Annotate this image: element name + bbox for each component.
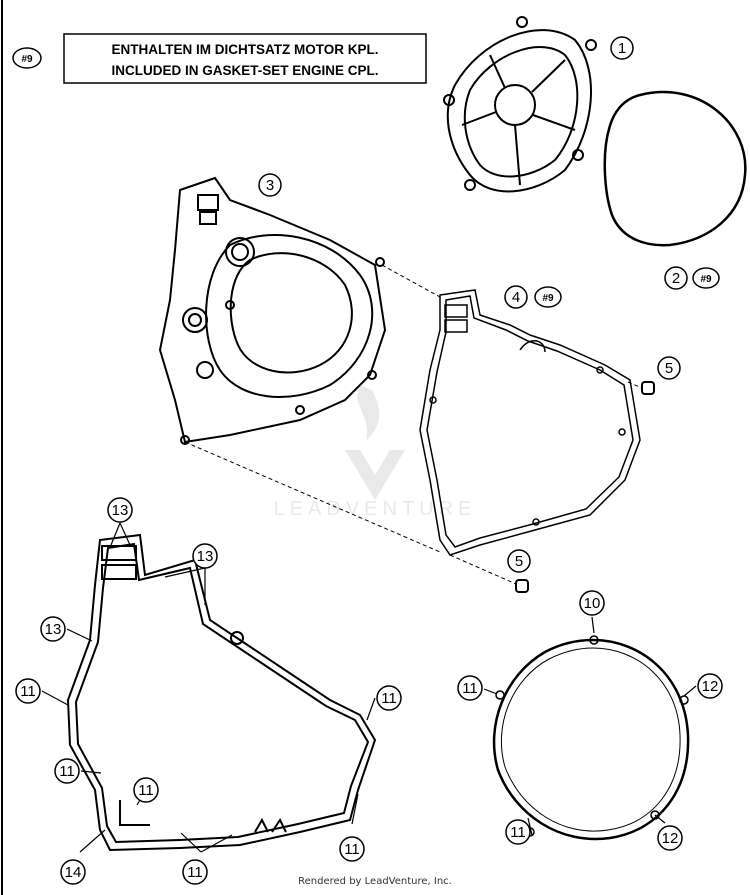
callout-11-inner: 11: [133, 777, 159, 803]
svg-text:5: 5: [665, 360, 673, 377]
callout-5-top: 5: [657, 356, 681, 380]
svg-text:11: 11: [510, 824, 526, 841]
svg-text:13: 13: [45, 621, 62, 638]
svg-text:13: 13: [112, 502, 129, 519]
render-credit: Rendered by LeadVenture, Inc.: [298, 876, 452, 887]
callout-10: 10: [579, 590, 605, 616]
callout-11-round-left: 11: [457, 675, 483, 701]
svg-text:2: 2: [672, 270, 680, 287]
callout-13-top: 13: [107, 497, 133, 523]
part-cover-gasket-large: [66, 533, 377, 852]
callouts: 1 2 #9 3 4 #9 5 5 13: [15, 36, 723, 885]
callout-11-right-upper: 11: [376, 685, 402, 711]
callout-11-bottom-a: 11: [182, 859, 208, 885]
part-cover-gasket-top: [419, 289, 641, 556]
svg-text:4: 4: [512, 289, 520, 306]
callout-12-bottom: 12: [657, 825, 683, 851]
callout-11-left-upper: 11: [15, 678, 41, 704]
svg-text:12: 12: [662, 830, 679, 847]
alignment-lines: [184, 264, 643, 585]
svg-text:11: 11: [344, 841, 360, 858]
callout-13-right: 13: [192, 543, 218, 569]
svg-text:11: 11: [138, 782, 154, 799]
svg-text:10: 10: [584, 595, 601, 612]
flame-v-logo-icon: [345, 385, 405, 500]
callout-14: 14: [60, 859, 86, 885]
callout-11-right-lower: 11: [339, 836, 365, 862]
note-line-de: ENTHALTEN IM DICHTSATZ MOTOR KPL.: [112, 42, 379, 57]
callout-13-left: 13: [40, 616, 66, 642]
svg-text:5: 5: [515, 553, 523, 570]
callout-12-top: 12: [697, 673, 723, 699]
part-clutch-cover: [158, 176, 387, 445]
part-cover-gasket-round: [492, 635, 690, 841]
svg-text:13: 13: [197, 548, 214, 565]
part-cover-o-ring: [603, 90, 747, 247]
callout-1: 1: [610, 36, 634, 60]
svg-text:3: 3: [266, 177, 274, 194]
callout-3: 3: [258, 173, 282, 197]
svg-text:1: 1: [618, 40, 626, 57]
note-tag: #9: [21, 54, 33, 65]
svg-text:11: 11: [381, 690, 397, 707]
leader-lines: [41, 522, 697, 853]
part-dowel-pin-top: [641, 381, 655, 395]
callout-11-left-lower: 11: [54, 758, 80, 784]
callout-2: 2 #9: [664, 266, 720, 290]
svg-text:11: 11: [20, 683, 36, 700]
svg-text:11: 11: [462, 680, 478, 697]
svg-text:11: 11: [187, 864, 203, 881]
callout-4: 4 #9: [504, 285, 562, 309]
watermark: LEADVENTURE: [274, 385, 477, 520]
callout-5-bottom: 5: [507, 549, 531, 573]
svg-text:14: 14: [65, 864, 82, 881]
hash-tag-2: #9: [700, 274, 712, 285]
watermark-brand: LEADVENTURE: [274, 498, 477, 520]
part-outer-clutch-cover: [443, 16, 597, 193]
gasket-set-note: #9 ENTHALTEN IM DICHTSATZ MOTOR KPL. INC…: [12, 33, 427, 84]
note-line-en: INCLUDED IN GASKET-SET ENGINE CPL.: [111, 63, 378, 78]
svg-text:12: 12: [702, 678, 719, 695]
hash-tag-4: #9: [542, 293, 554, 304]
svg-text:11: 11: [59, 763, 75, 780]
note-tag-badge: [12, 47, 42, 69]
part-dowel-pin-bottom: [515, 579, 529, 593]
note-box: [63, 33, 427, 84]
callout-11-round-bottom: 11: [505, 819, 531, 845]
